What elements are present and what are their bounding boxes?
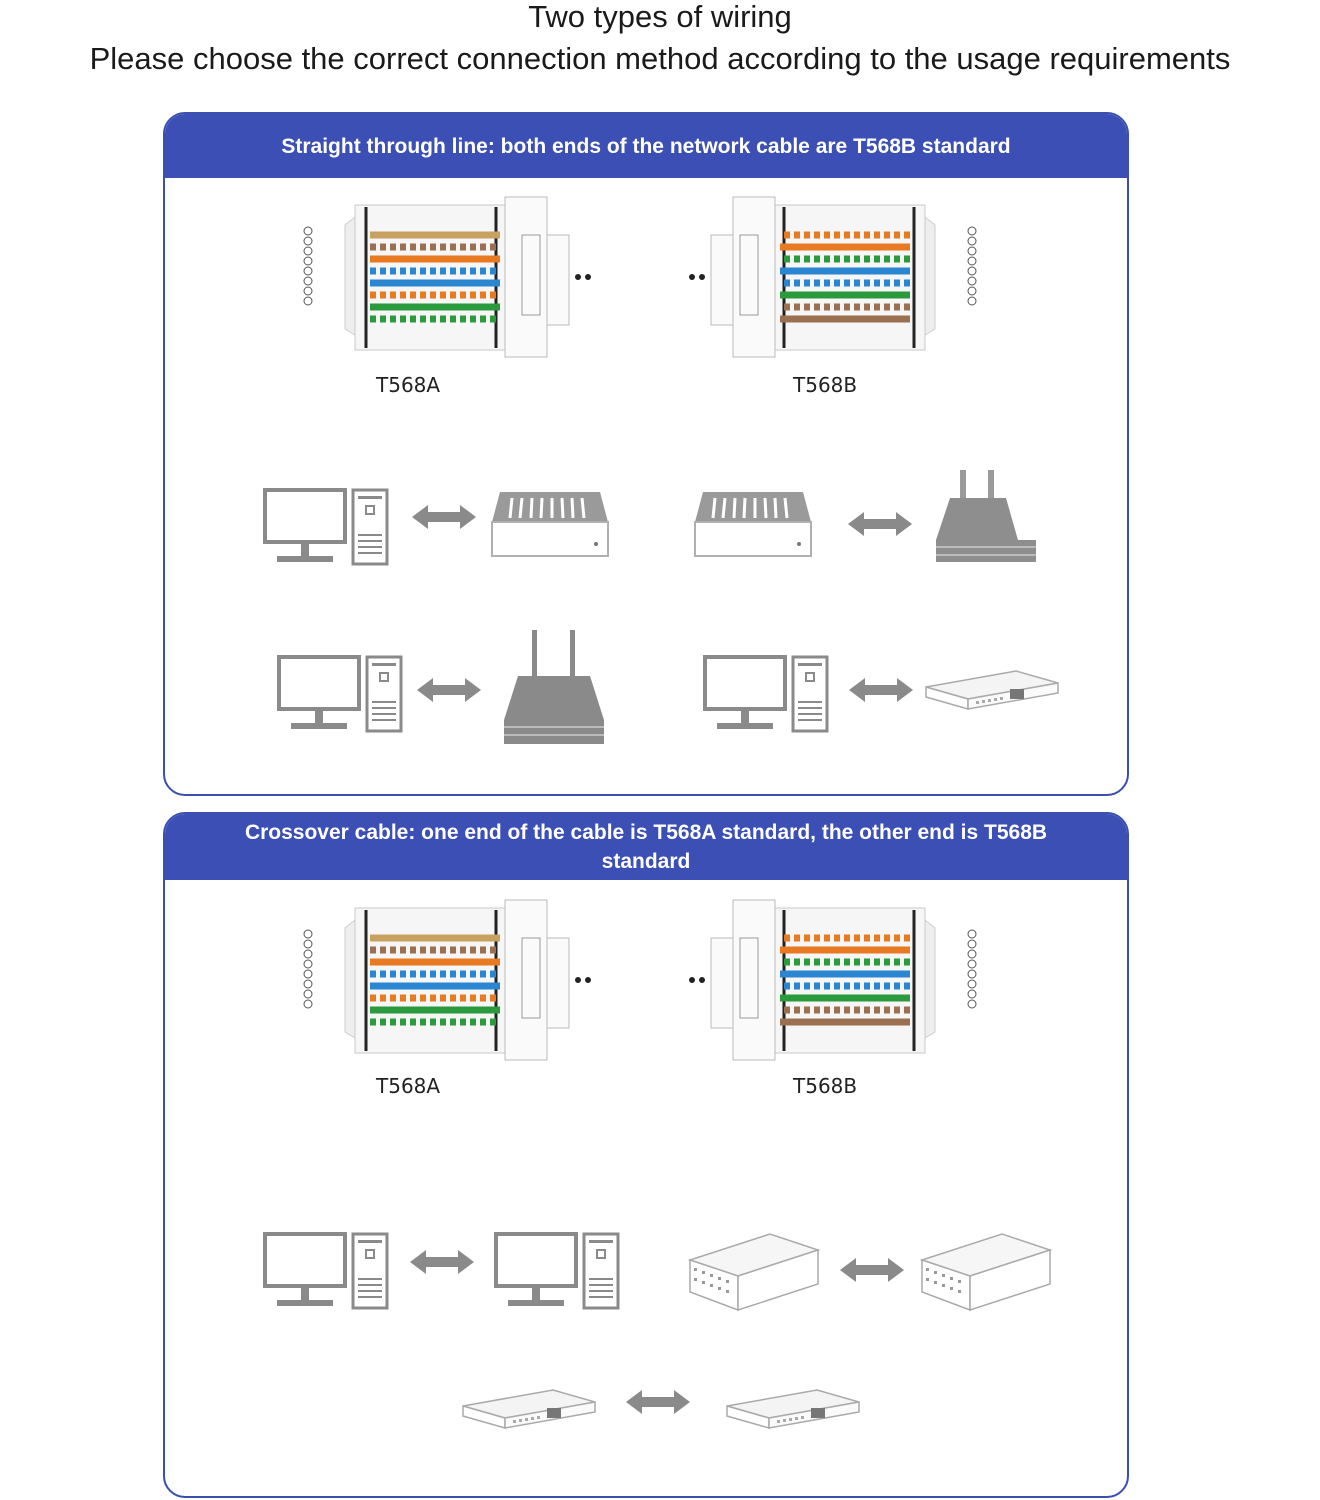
t568b-connector-top <box>689 195 977 359</box>
computer-icon <box>263 1232 389 1310</box>
t568a-connector-top <box>303 195 591 359</box>
computer-icon <box>494 1232 620 1310</box>
t568b-label-bottom: T568B <box>792 1074 857 1098</box>
switch-icon <box>689 1233 819 1311</box>
page-subtitle: Please choose the correct connection met… <box>89 41 1231 76</box>
computer-icon <box>263 488 389 566</box>
double-arrow-icon <box>417 678 481 702</box>
double-arrow-icon <box>626 1390 690 1414</box>
t568a-connector-bottom <box>303 898 591 1062</box>
hub-icon <box>462 1389 596 1429</box>
straight-through-heading: Straight through line: both ends of the … <box>165 114 1127 178</box>
t568b-label-top: T568B <box>792 373 857 397</box>
t568a-label-bottom: T568A <box>375 1074 440 1098</box>
crossover-panel: Crossover cable: one end of the cable is… <box>163 812 1129 1498</box>
crossover-heading: Crossover cable: one end of the cable is… <box>165 814 1127 880</box>
page-title: Two types of wiring <box>528 0 792 34</box>
router-icon <box>504 630 604 744</box>
computer-icon <box>277 655 403 733</box>
double-arrow-icon <box>849 678 913 702</box>
switch-icon <box>921 1233 1051 1311</box>
hub-icon <box>726 1389 860 1429</box>
modem-icon <box>936 470 1036 562</box>
computer-icon <box>703 655 829 733</box>
switch-icon <box>490 490 610 558</box>
double-arrow-icon <box>848 512 912 536</box>
switch-icon <box>693 490 813 558</box>
hub-icon <box>925 670 1059 710</box>
double-arrow-icon <box>412 505 476 529</box>
t568b-connector-bottom <box>689 898 977 1062</box>
double-arrow-icon <box>410 1250 474 1274</box>
double-arrow-icon <box>840 1258 904 1282</box>
t568a-label-top: T568A <box>375 373 440 397</box>
